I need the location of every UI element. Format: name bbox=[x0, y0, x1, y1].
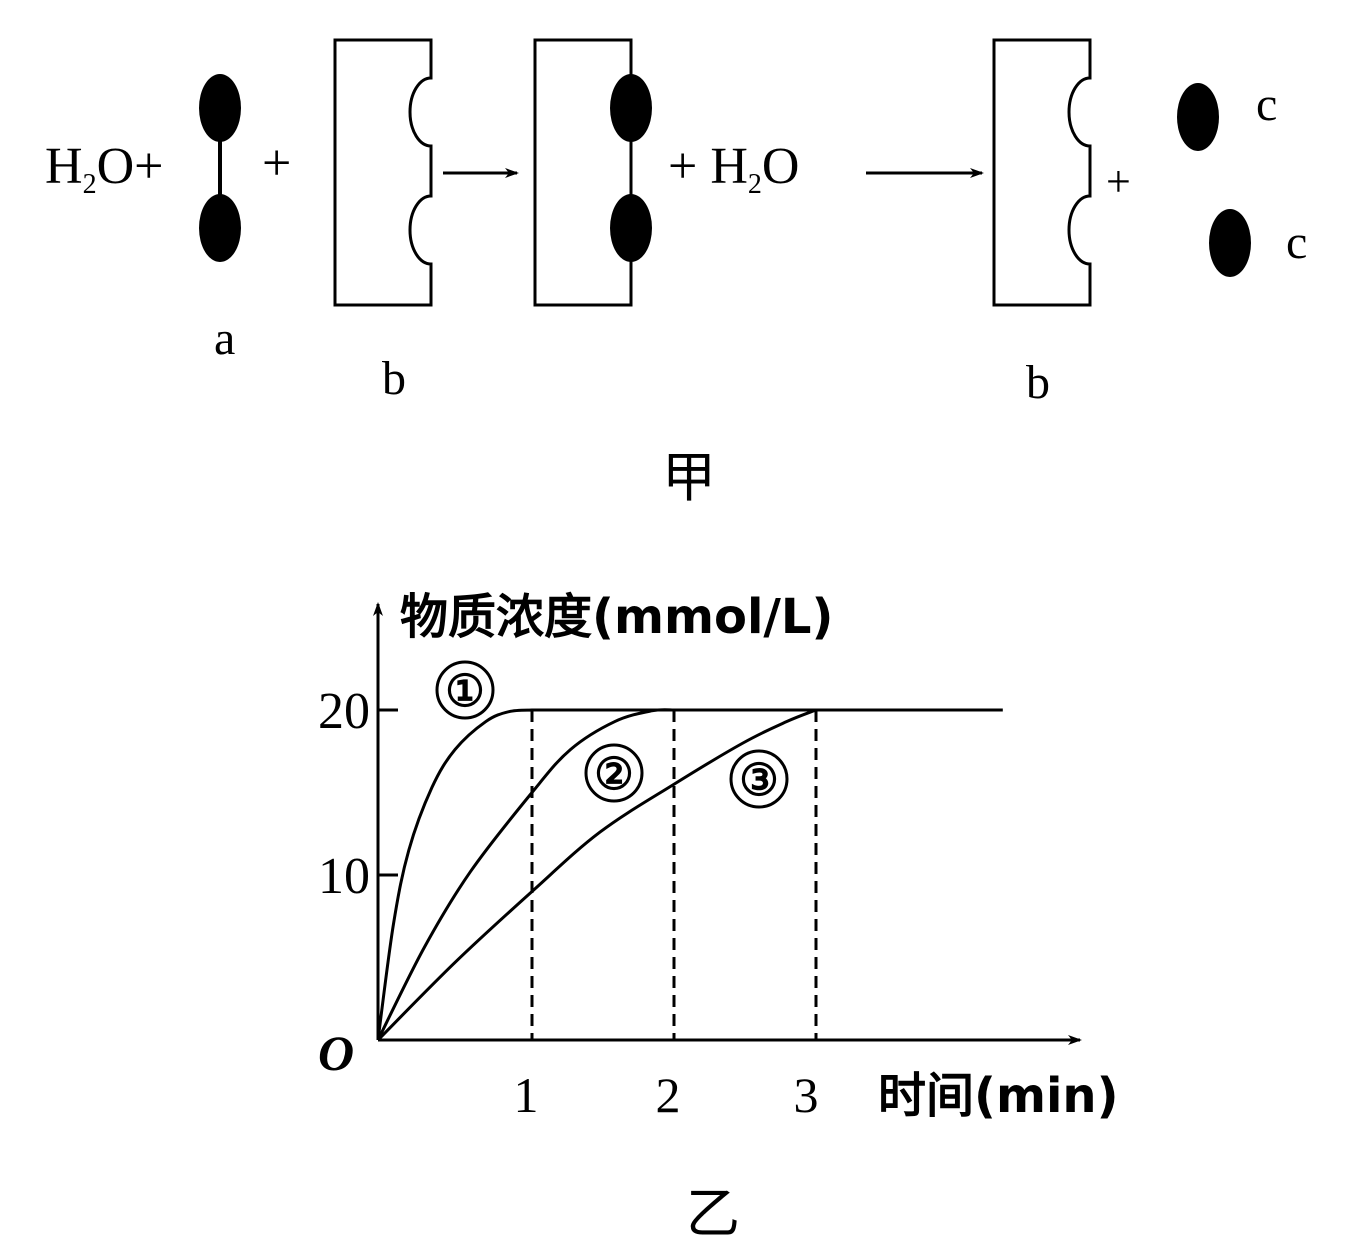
svg-text:①: ① bbox=[445, 667, 484, 716]
label-c-bottom: c bbox=[1286, 216, 1307, 269]
x-tick-label: 3 bbox=[794, 1067, 819, 1123]
series-label-3: ③ bbox=[729, 749, 789, 809]
enzyme-b-right bbox=[992, 38, 1092, 307]
y-axis-label: 物质浓度(mmol/L) bbox=[400, 589, 833, 645]
subunit-ellipse bbox=[199, 74, 241, 142]
series-curves bbox=[376, 708, 1003, 1042]
subunit-ellipse bbox=[610, 74, 652, 142]
caption-jia: 甲 bbox=[662, 446, 716, 509]
caption-yi: 乙 bbox=[686, 1182, 740, 1245]
origin-label: O bbox=[318, 1025, 354, 1081]
y-tick-label: 10 bbox=[318, 848, 370, 905]
y-tick-label: 20 bbox=[318, 683, 370, 740]
water-formula-left: H2O+ bbox=[45, 138, 163, 200]
dashed-guides bbox=[530, 710, 818, 1040]
series-label-2: ② bbox=[584, 743, 644, 803]
label-b-right: b bbox=[1026, 356, 1050, 409]
x-axis-label: 时间(min) bbox=[878, 1068, 1119, 1124]
product-c-top bbox=[1177, 83, 1219, 151]
plus-sign: + bbox=[262, 135, 291, 192]
water-formula-right: + H2O bbox=[668, 138, 799, 200]
label-c-top: c bbox=[1256, 78, 1277, 131]
reaction-diagram: H2O+ a + b + H2O b + c c bbox=[45, 38, 1307, 509]
plus-sign-right: + bbox=[1106, 157, 1131, 206]
label-a: a bbox=[214, 312, 235, 365]
label-b-left: b bbox=[382, 352, 406, 405]
concentration-chart: 物质浓度(mmol/L) 时间(min) O 1 2 3 10 20 ① ② ③ 乙 bbox=[318, 589, 1119, 1245]
svg-text:②: ② bbox=[594, 750, 633, 799]
series-line-1 bbox=[376, 708, 1003, 1041]
svg-text:③: ③ bbox=[739, 756, 778, 805]
series-line-2 bbox=[376, 708, 675, 1041]
enzyme-b-left bbox=[333, 38, 433, 307]
enzyme-substrate-complex bbox=[533, 38, 652, 307]
subunit-ellipse bbox=[199, 194, 241, 262]
series-line-3 bbox=[376, 708, 817, 1042]
subunit-ellipse bbox=[610, 194, 652, 262]
x-tick-label: 2 bbox=[656, 1067, 681, 1123]
molecule-a bbox=[199, 74, 241, 262]
axis-ticks: 1 2 3 10 20 bbox=[318, 683, 819, 1123]
series-label-1: ① bbox=[435, 660, 495, 720]
product-c-bottom bbox=[1209, 209, 1251, 277]
x-tick-label: 1 bbox=[514, 1067, 539, 1123]
